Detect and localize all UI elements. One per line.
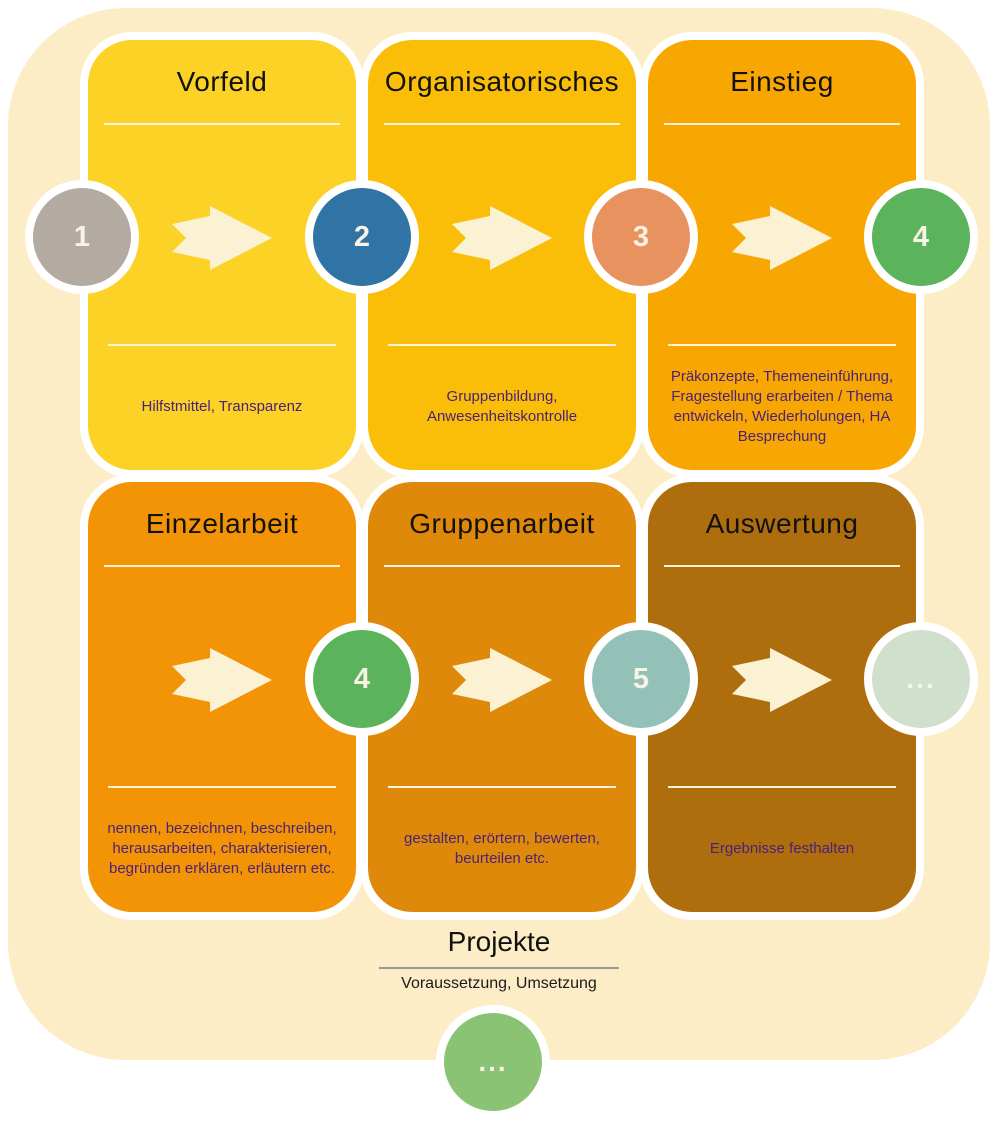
card-description-text: gestalten, erörtern, bewerten, beurteile… <box>404 830 600 867</box>
card-einstieg: Einstieg Präkonzepte, Themeneinführung, … <box>648 40 916 470</box>
footer-subtitle: Voraussetzung, Umsetzung <box>401 975 597 992</box>
card-description-text: Gruppenbildung, Anwesenheitskontrolle <box>426 388 578 425</box>
flow-arrow-icon <box>452 206 552 270</box>
body-underline <box>388 344 616 346</box>
card-title: Auswertung <box>705 508 859 539</box>
body-underline <box>108 786 336 788</box>
card-title: Einzelarbeit <box>145 508 299 539</box>
card-description: Gruppenbildung, Anwesenheitskontrolle <box>374 346 630 468</box>
step-circle-2: 2 <box>305 180 419 294</box>
flow-arrow-icon <box>172 206 272 270</box>
card-description: Ergebnisse festhalten <box>654 788 910 910</box>
step-circle-3: 3 <box>584 180 698 294</box>
body-underline <box>668 786 896 788</box>
card-description: Präkonzepte, Themeneinführung, Fragestel… <box>654 346 910 468</box>
step-circle-1: 1 <box>25 180 139 294</box>
flow-arrow-icon <box>732 648 832 712</box>
title-underline <box>104 565 340 567</box>
step-circle-5: 5 <box>584 622 698 736</box>
card-description-text: Ergebnisse festhalten <box>709 840 855 857</box>
flow-arrow-icon <box>732 206 832 270</box>
card-title: Organisatorisches <box>384 66 620 97</box>
card-description-text: nennen, bezeichnen, beschreiben, herausa… <box>107 820 337 877</box>
card-title: Einstieg <box>730 66 834 97</box>
card-title: Vorfeld <box>176 66 268 97</box>
card-description: Hilfstmittel, Transparenz <box>94 346 350 468</box>
title-underline <box>664 565 900 567</box>
body-underline <box>388 786 616 788</box>
step-circle-ellipsis: ... <box>864 622 978 736</box>
card-description-text: Hilfstmittel, Transparenz <box>141 398 303 415</box>
body-underline <box>108 344 336 346</box>
card-description-text: Präkonzepte, Themeneinführung, Fragestel… <box>670 368 894 445</box>
flow-arrow-icon <box>452 648 552 712</box>
body-underline <box>668 344 896 346</box>
footer-title-underline <box>379 967 619 969</box>
footer-step-circle-ellipsis: ... <box>436 1005 550 1119</box>
title-underline <box>384 123 620 125</box>
card-title: Gruppenarbeit <box>409 508 595 539</box>
card-description: nennen, bezeichnen, beschreiben, herausa… <box>94 788 350 910</box>
footer-title: Projekte <box>447 926 551 957</box>
step-circle-4: 4 <box>864 180 978 294</box>
title-underline <box>384 565 620 567</box>
card-description: gestalten, erörtern, bewerten, beurteile… <box>374 788 630 910</box>
flow-arrow-icon <box>172 648 272 712</box>
title-underline <box>104 123 340 125</box>
title-underline <box>664 123 900 125</box>
step-circle-4b: 4 <box>305 622 419 736</box>
